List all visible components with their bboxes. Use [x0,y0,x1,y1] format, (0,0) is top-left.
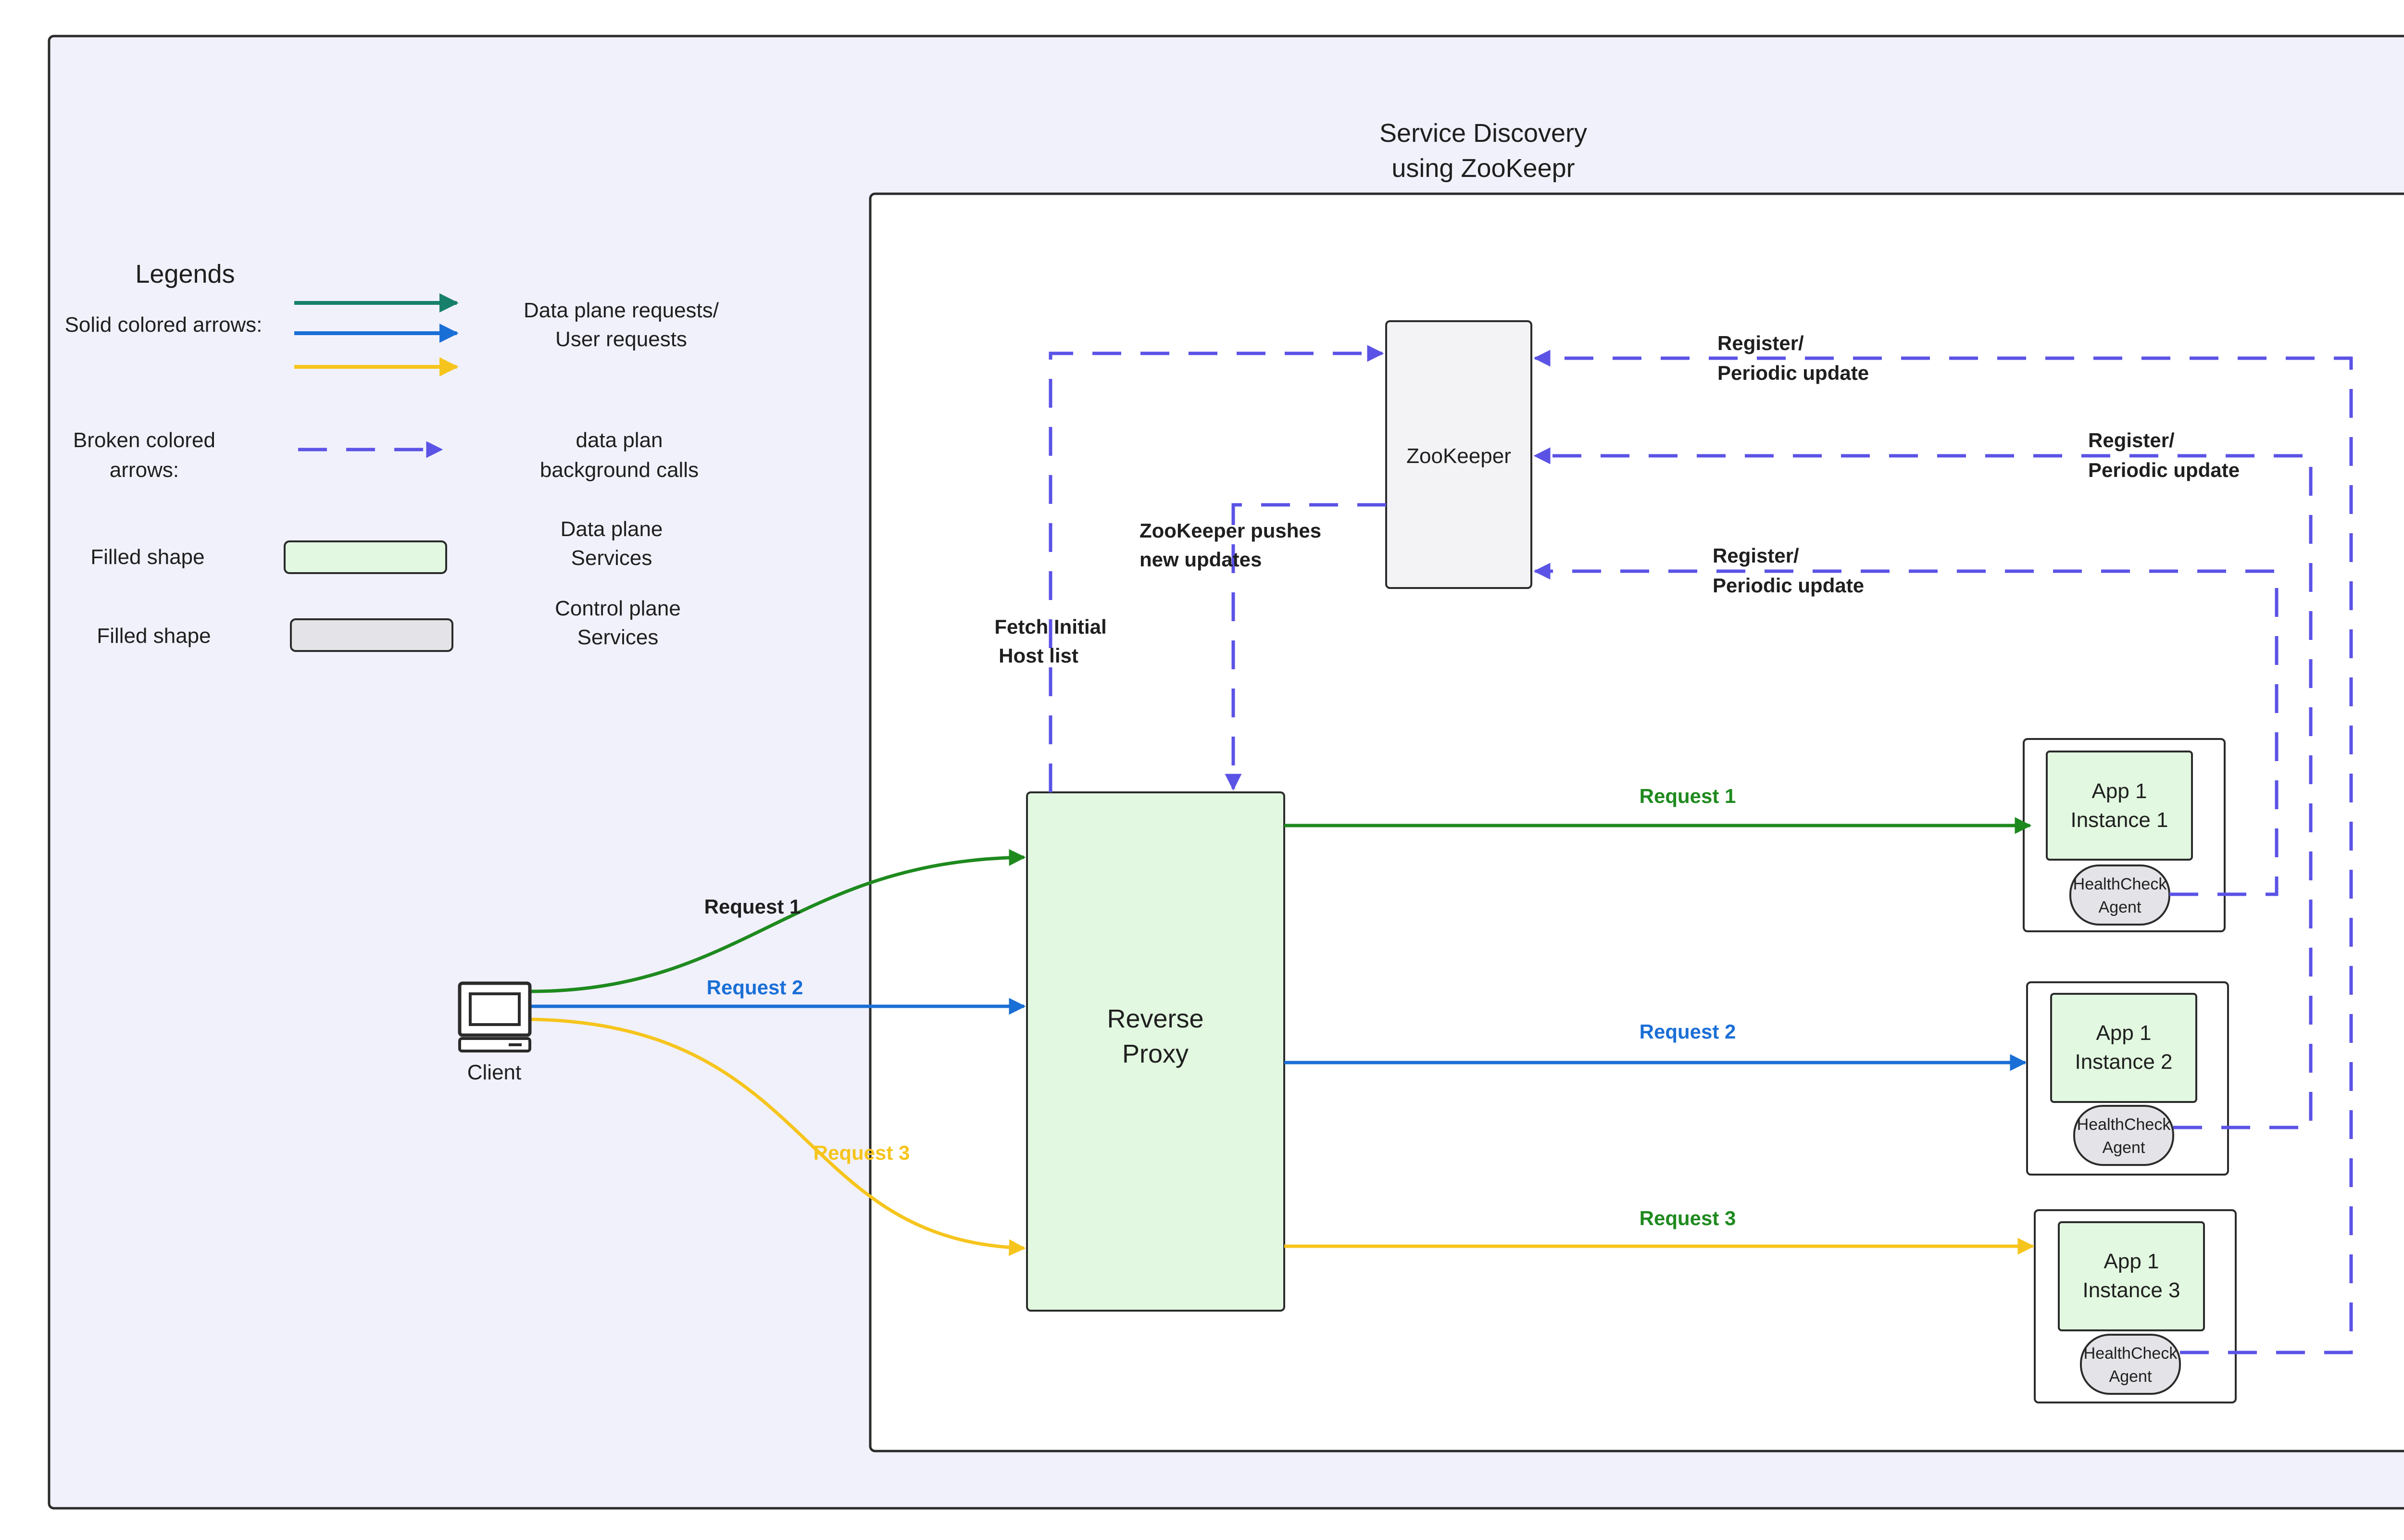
instance-3-app-box [2058,1221,2205,1331]
legend-heading: Legends [135,260,235,288]
register-arrow-instance-1 [1533,563,2279,896]
instance-2-app-box [2050,993,2197,1103]
instance-1-agent-label-2: Agent [2099,898,2141,916]
instance-3-agent-label-1: HealthCheck [2084,1344,2178,1363]
client-request-1-label: Request 1 [704,895,801,918]
app-instance-2: App 1 Instance 2 HealthCheck Agent [2026,981,2229,1176]
instance-1-label-2: Instance 1 [2070,808,2168,832]
legend-control-plane-swatch [290,618,453,652]
fetch-host-list-label-2: Host list [999,644,1078,667]
legend-filled1-desc-1: Data plane [561,517,663,541]
client-request-3-arrow [529,1017,1026,1256]
instance-1-app-box [2046,751,2193,861]
reverse-proxy-label-line2: Proxy [1122,1039,1189,1068]
zookeeper-push-arrow [1225,503,1386,791]
legend-broken-label-2: arrows: [110,458,179,482]
app-instance-3: App 1 Instance 3 HealthCheck Agent [2034,1209,2237,1403]
client-request-1-arrow [529,849,1026,993]
zookeeper-label: ZooKeeper [1406,444,1511,468]
diagram-title-line1: Service Discovery [1379,119,1587,148]
reverse-proxy-label-line1: Reverse [1107,1004,1203,1033]
zookeeper-node [1385,320,1532,589]
register-label-top-1: Register/ [1717,332,1804,354]
client-request-3-label: Request 3 [814,1141,910,1164]
zookeeper-push-label-1: ZooKeeper pushes [1139,519,1321,542]
instance-1-agent-label-1: HealthCheck [2073,875,2167,893]
instance-2-label-2: Instance 2 [2075,1050,2172,1074]
diagram-title-line2: using ZooKeepr [1391,154,1575,183]
fetch-host-list-arrow [1049,345,1384,792]
register-label-mid-2: Periodic update [2088,459,2240,481]
legend-filled2-desc-1: Control plane [555,597,681,620]
client-request-2-label: Request 2 [707,976,803,999]
register-label-bottom-2: Periodic update [1713,574,1864,597]
register-arrow-instance-2 [1533,447,2313,1129]
legend-solid-desc-2: User requests [555,327,687,351]
register-label-top-2: Periodic update [1717,362,1869,384]
legend-broken-label-1: Broken colored [73,428,215,452]
instance-1-label-1: App 1 [2092,779,2147,803]
fetch-host-list-label-1: Fetch Initial [994,615,1106,638]
reverse-proxy-node [1026,791,1285,1312]
computer-icon [458,981,532,1052]
legend: Legends Solid colored arrows: Data plane… [65,260,719,652]
instance-3-agent-label-2: Agent [2109,1367,2152,1386]
legend-filled1-label: Filled shape [90,545,204,569]
app-instance-1: App 1 Instance 1 HealthCheck Agent [2023,738,2226,932]
instance-2-healthcheck-agent [2073,1105,2174,1166]
legend-solid-label: Solid colored arrows: [65,313,263,337]
register-label-mid-1: Register/ [2088,429,2175,451]
legend-solid-desc-1: Data plane requests/ [524,299,719,322]
zookeeper-push-label-2: new updates [1139,548,1262,571]
legend-filled2-label: Filled shape [97,624,211,648]
instance-2-agent-label-2: Agent [2103,1139,2145,1157]
instance-2-label-1: App 1 [2096,1021,2152,1045]
legend-filled1-desc-2: Services [571,546,652,570]
legend-data-plane-swatch [284,540,447,574]
client-label: Client [467,1061,522,1084]
legend-filled2-desc-2: Services [577,626,659,649]
register-label-bottom-1: Register/ [1713,544,1799,567]
legend-broken-desc-2: background calls [540,458,699,482]
legend-broken-desc-1: data plan [576,428,663,452]
instance-3-label-2: Instance 3 [2082,1278,2180,1302]
proxy-request-1-label: Request 1 [1640,785,1736,807]
instance-3-label-1: App 1 [2104,1250,2159,1273]
proxy-request-3-label: Request 3 [1640,1207,1736,1229]
proxy-request-2-label: Request 2 [1640,1020,1736,1043]
instance-2-agent-label-1: HealthCheck [2077,1115,2171,1134]
instance-3-healthcheck-agent [2080,1334,2181,1395]
